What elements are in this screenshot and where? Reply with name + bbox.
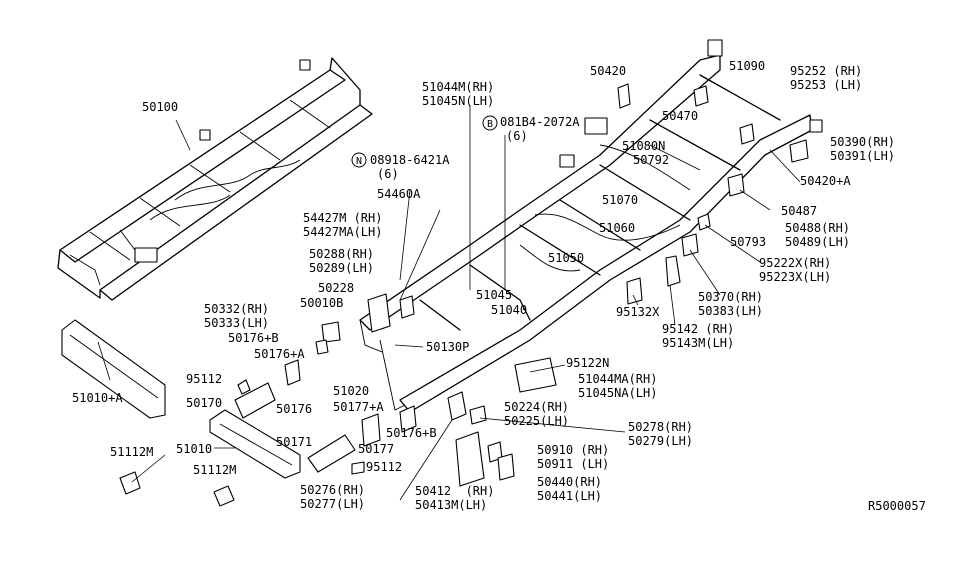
label-50177a: 50177+A: [333, 400, 384, 414]
label-51010a: 51010+A: [72, 391, 123, 405]
label-51112m-1: 51112M: [110, 445, 154, 459]
badge-n-icon: N: [351, 152, 367, 168]
label-50792: 50792: [633, 153, 670, 167]
label-95112-1: 95112: [186, 372, 223, 386]
label-54427ma: 54427MA(LH): [303, 225, 383, 239]
label-50170: 50170: [186, 396, 223, 410]
label-50171: 50171: [276, 435, 313, 449]
label-51010: 51010: [176, 442, 213, 456]
label-51020: 51020: [333, 384, 370, 398]
label-51080n: 51080N: [622, 139, 666, 153]
label-b-bolt: 081B4-2072A: [500, 115, 580, 129]
label-50793: 50793: [730, 235, 767, 249]
label-50176a: 50176+A: [254, 347, 305, 361]
label-b-bolt-qty: (6): [506, 129, 528, 143]
main-frame: [359, 39, 813, 413]
label-51044m: 51044M(RH): [422, 80, 495, 94]
label-95143m: 95143M(LH): [662, 336, 735, 350]
label-50277: 50277(LH): [300, 497, 366, 511]
label-50440: 50440(RH): [537, 475, 603, 489]
label-54460a: 54460A: [377, 187, 421, 201]
label-95112-2: 95112: [366, 460, 403, 474]
label-95142: 95142 (RH): [662, 322, 735, 336]
label-n-bolt-qty: (6): [377, 167, 399, 181]
reference-code: R5000057: [868, 499, 926, 513]
badge-b-letter: B: [487, 119, 493, 130]
label-50225: 50225(LH): [504, 414, 570, 428]
label-50420: 50420: [590, 64, 627, 78]
label-50489: 50489(LH): [785, 235, 851, 249]
label-50390: 50390(RH): [830, 135, 896, 149]
label-95122n: 95122N: [566, 356, 610, 370]
label-50332: 50332(RH): [204, 302, 270, 316]
label-50288: 50288(RH): [309, 247, 375, 261]
label-50441: 50441(LH): [537, 489, 603, 503]
label-50383: 50383(LH): [698, 304, 764, 318]
crossmember-51010a: [61, 319, 166, 419]
label-50228: 50228: [318, 281, 355, 295]
label-51112m-2: 51112M: [193, 463, 237, 477]
label-95222x: 95222X(RH): [759, 256, 832, 270]
label-50224: 50224(RH): [504, 400, 570, 414]
label-50488: 50488(RH): [785, 221, 851, 235]
label-50100: 50100: [142, 100, 179, 114]
label-50487: 50487: [781, 204, 818, 218]
badge-n-letter: N: [356, 156, 362, 167]
label-51040: 51040: [491, 303, 528, 317]
label-50176b-2: 50176+B: [386, 426, 437, 440]
label-51070: 51070: [602, 193, 639, 207]
label-95253: 95253 (LH): [790, 78, 863, 92]
label-51050: 51050: [548, 251, 585, 265]
label-54427m: 54427M (RH): [303, 211, 383, 225]
label-50176: 50176: [276, 402, 313, 416]
label-51045n: 51045N(LH): [422, 94, 495, 108]
label-95132x: 95132X: [616, 305, 660, 319]
label-51045na: 51045NA(LH): [578, 386, 658, 400]
label-95223x: 95223X(LH): [759, 270, 832, 284]
label-50010b: 50010B: [300, 296, 344, 310]
label-51044ma: 51044MA(RH): [578, 372, 658, 386]
label-50910: 50910 (RH): [537, 443, 610, 457]
label-50278: 50278(RH): [628, 420, 694, 434]
label-50412: 50412 (RH): [415, 484, 495, 498]
label-50470: 50470: [662, 109, 699, 123]
label-50391: 50391(LH): [830, 149, 896, 163]
label-95252: 95252 (RH): [790, 64, 863, 78]
label-50911: 50911 (LH): [537, 457, 610, 471]
label-50177: 50177: [358, 442, 395, 456]
label-50130p: 50130P: [426, 340, 470, 354]
label-51060: 51060: [599, 221, 636, 235]
overview-frame: [57, 57, 373, 301]
label-50176b-1: 50176+B: [228, 331, 279, 345]
label-50413m: 50413M(LH): [415, 498, 488, 512]
label-50333: 50333(LH): [204, 316, 270, 330]
label-50370: 50370(RH): [698, 290, 764, 304]
label-n-bolt: 08918-6421A: [370, 153, 450, 167]
badge-b-icon: B: [482, 115, 498, 131]
label-50289: 50289(LH): [309, 261, 375, 275]
label-50279: 50279(LH): [628, 434, 694, 448]
label-50276: 50276(RH): [300, 483, 366, 497]
label-51090: 51090: [729, 59, 766, 73]
label-51045: 51045: [476, 288, 513, 302]
label-50420a: 50420+A: [800, 174, 851, 188]
